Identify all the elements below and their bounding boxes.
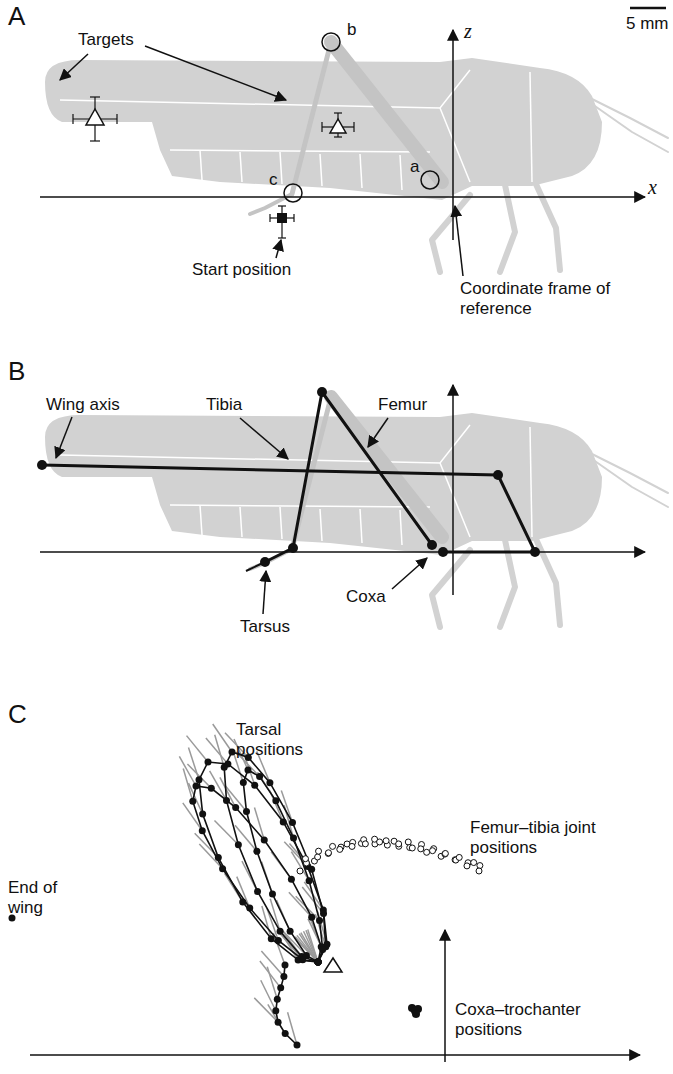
- start-label: Start position: [192, 260, 291, 280]
- part-label: Tarsus: [240, 617, 290, 637]
- part-label: Coxa: [346, 587, 386, 607]
- panel-a: [40, 8, 668, 276]
- target-label: Targets: [78, 30, 134, 50]
- point-label: c: [269, 170, 278, 190]
- trajectory-label: Tarsal positions: [236, 720, 326, 759]
- point-label: a: [410, 157, 419, 177]
- axis-label: x: [648, 176, 657, 199]
- scale-label: 5 mm: [626, 14, 669, 34]
- trajectory-label: Coxa–trochanter positions: [455, 1000, 585, 1039]
- panel-c: [9, 724, 641, 1062]
- part-label: Wing axis: [46, 395, 120, 415]
- part-label: Femur: [378, 395, 427, 415]
- part-label: Tibia: [206, 395, 242, 415]
- trajectory-label: Femur–tibia joint positions: [470, 818, 650, 857]
- panel-b: [37, 385, 668, 627]
- frame-label: Coordinate frame of reference: [460, 279, 660, 318]
- point-label: b: [347, 20, 356, 40]
- axis-label: z: [464, 20, 472, 43]
- trajectory-label: End of wing: [8, 878, 68, 917]
- panel-letter: A: [8, 2, 25, 32]
- panel-letter: B: [8, 357, 25, 387]
- panel-letter: C: [8, 700, 27, 730]
